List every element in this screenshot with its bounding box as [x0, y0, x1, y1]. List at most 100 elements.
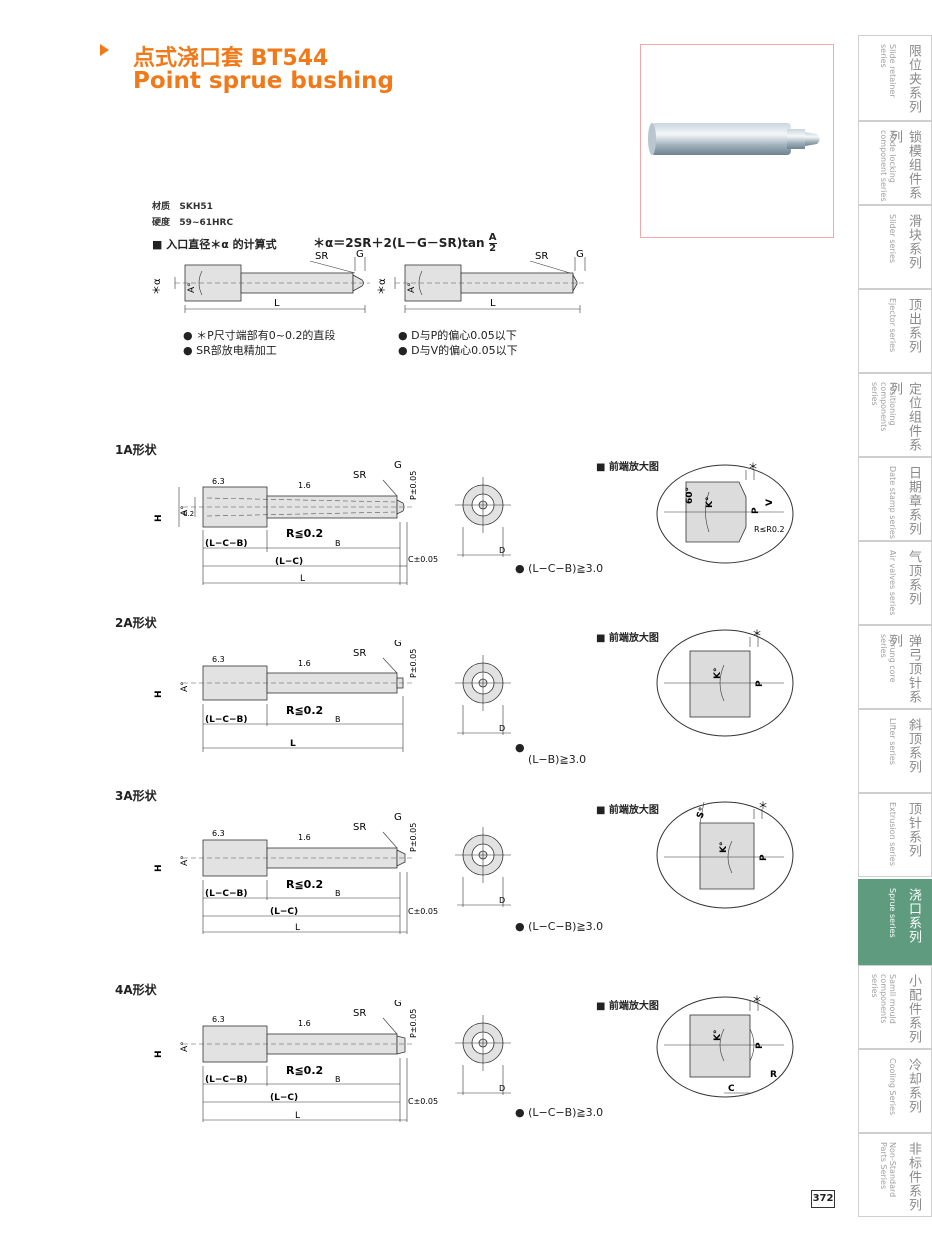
tab-label-en: Sprue series: [888, 888, 897, 938]
rough-6-3-1a: 6.3: [212, 477, 225, 486]
zoom-1a-60: 60°: [685, 487, 695, 504]
zoom-view-1a: 60° K° V P R≤R0.2 ＊: [656, 462, 794, 564]
b-1a: B: [335, 539, 341, 548]
zoom-1a-r: R≤R0.2: [754, 525, 785, 534]
page-title-cn: 点式浇口套 BT544: [133, 46, 329, 71]
len-3a: (L−C): [270, 907, 298, 917]
r-2a: R≦0.2: [286, 704, 323, 717]
a-4a: A°: [180, 1041, 190, 1052]
zoom-view-2a: K° P ＊: [656, 629, 794, 737]
b-2a: B: [335, 715, 341, 724]
condition-1a: ● (L−C−B)≧3.0: [515, 562, 604, 575]
section-title-1a: 1A形状: [115, 443, 157, 457]
p-2a: P±0.05: [409, 649, 418, 678]
condition-2a-bullet: ●: [515, 741, 525, 754]
d-2a: D: [499, 724, 505, 733]
tab-label-cn: 顶出系列: [906, 298, 921, 354]
material-label: 材质 SKH51: [152, 202, 213, 212]
page-number: 372: [811, 1190, 835, 1208]
lcb-4a: (L−C−B): [205, 1075, 248, 1085]
tab-label-cn: 锁模组件系列: [887, 130, 921, 200]
rough-6-3-4a: 6.3: [212, 1015, 225, 1024]
zoom-4a-star: ＊: [752, 995, 762, 1006]
l-1a: L: [300, 574, 305, 584]
r02-1a: 0.2: [183, 510, 194, 518]
tab-label-cn: 定位组件系列: [887, 382, 921, 452]
bullet-triangle-icon: [100, 44, 109, 56]
tab-sprue[interactable]: 浇口系列 Sprue series: [858, 879, 932, 965]
g-4a: G: [394, 1000, 402, 1009]
tab-label-cn: 浇口系列: [906, 888, 921, 944]
section-title-4a: 4A形状: [115, 983, 157, 997]
zoom-3a-p: P: [759, 854, 769, 861]
g-1a: G: [394, 460, 402, 471]
p-4a: P±0.05: [409, 1009, 418, 1038]
d-3a: D: [499, 896, 505, 905]
zoom-4a-p: P: [755, 1042, 765, 1049]
tab-label-en: Extrusion series: [888, 802, 897, 866]
note-left-1: ● ＊P尺寸端部有0~0.2的直段: [183, 329, 336, 342]
tab-label-cn: 气顶系列: [906, 550, 921, 606]
c-3a: C±0.05: [408, 907, 438, 916]
section-title-3a: 3A形状: [115, 789, 157, 803]
tab-label-cn: 滑块系列: [906, 214, 921, 270]
top-formula-diagrams: SR G SR G ＊α ＊α A° A° L L: [152, 249, 586, 313]
h-1a: H: [154, 514, 164, 522]
tab-air-valves[interactable]: 气顶系列 Air valves series: [858, 541, 932, 625]
drawing-2a: 6.3 1.6 SR G P±0.05 H A° R≦0.2 (L−C−B) B…: [154, 640, 418, 752]
lcb-3a: (L−C−B): [205, 889, 248, 899]
formula-heading: ■ 入口直径＊α 的计算式: [152, 238, 277, 251]
tab-label-en: Air valves series: [888, 550, 897, 616]
l-4a: L: [295, 1111, 300, 1121]
zoom-3a-star: ＊: [758, 801, 768, 812]
zoom-4a-c: C: [728, 1084, 735, 1094]
tab-label-en: Mode locking component series: [879, 130, 897, 202]
sr-4a: SR: [353, 1008, 366, 1019]
drawing-1a: 6.3 1.6 SR G P±0.05 H A° 0.2 R≦0.2 (L−C−…: [154, 460, 438, 585]
len-1a: (L−C): [275, 557, 303, 567]
alpha-label-2: ＊α: [377, 278, 388, 295]
condition-2a: (L−B)≧3.0: [528, 753, 587, 766]
c-4a: C±0.05: [408, 1097, 438, 1106]
h-3a: H: [154, 864, 164, 872]
tab-label-cn: 弹弓顶针系列: [887, 634, 921, 704]
g-label-2: G: [576, 249, 584, 260]
tab-label-cn: 顶针系列: [906, 802, 921, 858]
condition-4a: ● (L−C−B)≧3.0: [515, 1106, 604, 1119]
d-1a: D: [499, 546, 505, 555]
zoom-1a-star: ＊: [748, 462, 758, 473]
a-label-2: A°: [407, 282, 417, 293]
tab-label-en: Lifter series: [888, 718, 897, 765]
zoom-3a-k: K°: [719, 842, 729, 853]
rough-6-3-2a: 6.3: [212, 655, 225, 664]
b-4a: B: [335, 1075, 341, 1084]
note-right-2: ● D与V的偏心0.05以下: [398, 344, 518, 357]
rough-6-3-3a: 6.3: [212, 829, 225, 838]
zoom-label-4a: ■ 前端放大图: [596, 1001, 659, 1012]
g-label-1: G: [356, 249, 364, 260]
h-2a: H: [154, 690, 164, 698]
l-3a: L: [295, 923, 300, 933]
h-4a: H: [154, 1050, 164, 1058]
section-title-2a: 2A形状: [115, 616, 157, 630]
rough-1-6-1a: 1.6: [298, 481, 311, 490]
tab-label-cn: 冷却系列: [906, 1058, 921, 1114]
tab-extrusion[interactable]: 顶针系列 Extrusion series: [858, 793, 932, 877]
sr-1a: SR: [353, 470, 366, 481]
a-1a: A°: [180, 505, 190, 516]
tab-label-en: Positioning components series: [870, 382, 897, 432]
g-3a: G: [394, 812, 402, 823]
zoom-4a-k: K°: [713, 1030, 723, 1041]
end-view-1a: D: [455, 477, 511, 557]
